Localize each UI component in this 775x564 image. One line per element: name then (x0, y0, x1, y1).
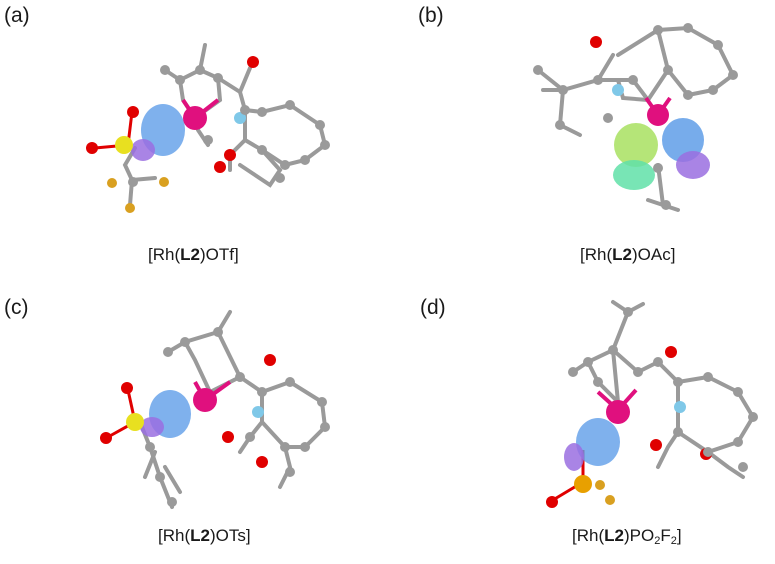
panel-d: (d) [Rh(L2)PO2F2] (388, 282, 775, 564)
atom-rhodium (183, 106, 207, 130)
atom-sulfur (115, 136, 133, 154)
orbital-lobe-green (614, 123, 658, 167)
ligand-label: L2 (604, 526, 624, 545)
panel-c: (c) [Rh(L2)OTs] (0, 282, 387, 564)
ligand-label: L2 (190, 526, 210, 545)
caption-b: [Rh(L2)OAc] (580, 245, 676, 264)
panel-label: (c) (4, 296, 29, 319)
panel-b: (b) [Rh(L2)OAc] (388, 0, 775, 282)
molecule-rh-l2-po2f2 (546, 300, 758, 508)
caption-d: [Rh(L2)PO2F2] (572, 526, 682, 547)
orbital-lobe-purple (676, 151, 710, 179)
molecule-rh-l2-ots (100, 310, 330, 509)
panel-label: (a) (4, 4, 30, 27)
atom-sulfur (126, 413, 144, 431)
orbital-lobe-blue (576, 418, 620, 466)
caption-c: [Rh(L2)OTs] (158, 526, 251, 545)
caption-a: [Rh(L2)OTf] (148, 245, 239, 264)
orbital-lobe-purple (131, 139, 155, 161)
panel-a: (a) (0, 0, 387, 282)
atom-rhodium (647, 104, 669, 126)
ligand-label: L2 (612, 245, 632, 264)
orbital-lobe-teal (613, 160, 655, 190)
atom-rhodium (606, 400, 630, 424)
orbital-lobe-blue (662, 118, 704, 162)
orbital-lobe-purple (564, 443, 584, 471)
atom-rhodium (193, 388, 217, 412)
atom-phosphorus (574, 475, 592, 493)
panel-label: (d) (420, 296, 446, 319)
orbital-lobe-purple (140, 417, 164, 437)
ligand-label: L2 (180, 245, 200, 264)
molecule-rh-l2-otf (86, 43, 330, 213)
panel-label: (b) (418, 4, 444, 27)
molecule-rh-l2-oac (533, 23, 738, 212)
